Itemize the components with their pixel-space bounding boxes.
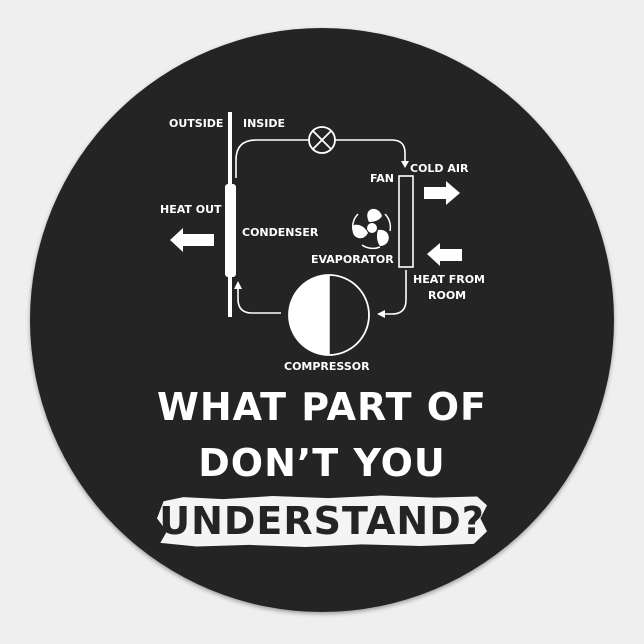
brush-stroke-highlight	[157, 495, 487, 547]
label-evaporator: EVAPORATOR	[311, 253, 394, 266]
expansion-valve-icon	[308, 126, 336, 154]
label-heat-out: HEAT OUT	[160, 203, 222, 216]
label-heat-from-room: HEAT FROM	[413, 273, 485, 286]
label-cold-air: COLD AIR	[410, 162, 469, 175]
compressor-icon	[288, 274, 370, 356]
arrow-left-icon	[427, 243, 462, 266]
slogan-line-3: UNDERSTAND?	[159, 499, 485, 543]
label-inside: INSIDE	[243, 117, 285, 130]
pipe-condenser-to-valve	[235, 139, 309, 178]
flow-arrowhead-icon	[377, 310, 385, 318]
pipe-valve-to-evaporator	[335, 139, 406, 162]
label-room: ROOM	[428, 289, 467, 302]
pipe-compressor-to-condenser	[237, 288, 281, 314]
arrow-right-icon	[424, 181, 460, 205]
label-fan: FAN	[370, 172, 394, 185]
label-outside: OUTSIDE	[169, 117, 224, 130]
condenser-icon	[225, 184, 236, 277]
slogan-line-2: DON’T YOU	[198, 441, 446, 485]
flow-arrowhead-icon	[401, 161, 409, 168]
flow-arrowhead-icon	[234, 281, 242, 289]
fan-icon	[352, 208, 392, 250]
pipe-evaporator-to-compressor	[384, 270, 407, 315]
slogan-line-1: WHAT PART OF	[156, 385, 488, 429]
label-condenser: CONDENSER	[242, 226, 319, 239]
evaporator-icon	[398, 175, 414, 268]
arrow-left-icon	[170, 228, 214, 252]
label-compressor: COMPRESSOR	[284, 360, 370, 373]
